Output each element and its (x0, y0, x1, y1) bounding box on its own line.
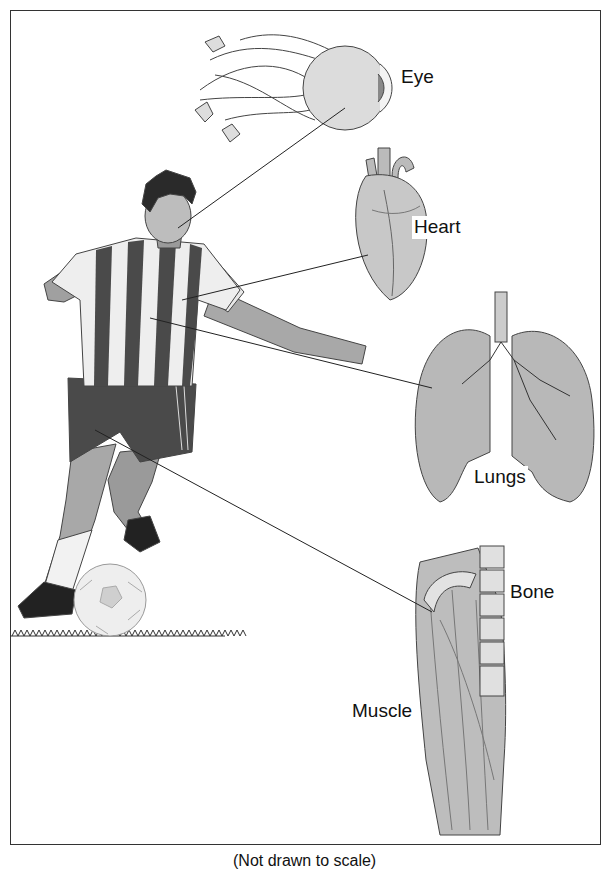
frame (11, 11, 601, 845)
eye-illustration (195, 35, 392, 142)
soccer-player (18, 170, 366, 636)
muscle-label: Muscle (350, 700, 414, 723)
lungs-illustration (415, 292, 594, 502)
heart-label: Heart (412, 216, 462, 239)
lungs-label: Lungs (472, 466, 528, 489)
eye-label: Eye (399, 66, 436, 89)
leader-lines (95, 108, 432, 612)
caption: (Not drawn to scale) (233, 851, 376, 870)
bone-label: Bone (508, 581, 556, 604)
muscle-bone-illustration (416, 546, 506, 835)
